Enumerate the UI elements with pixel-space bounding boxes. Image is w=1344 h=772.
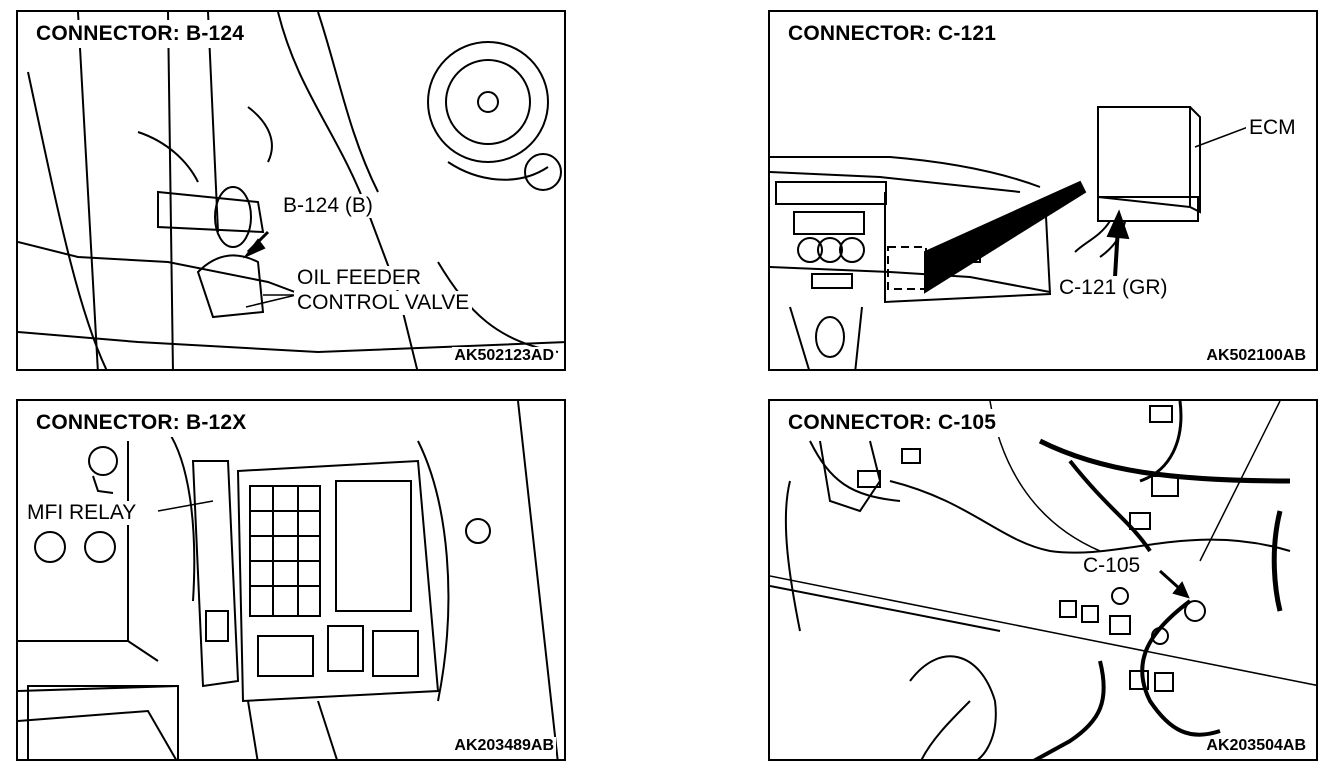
relay-box-illustration: [18, 401, 559, 759]
panel-b124: CONNECTOR: B-124 B-124 (B) OIL FEEDER CO…: [16, 10, 566, 371]
connector-label: B-124 (B): [280, 194, 376, 218]
panel-c105: CONNECTOR: C-105 C-105 AK203504AB: [768, 399, 1318, 761]
figure-code: AK203504AB: [1204, 737, 1308, 755]
panel-b12x: CONNECTOR: B-12X MFI RELAY AK203489AB: [16, 399, 566, 761]
part-label-line2: CONTROL VALVE: [294, 291, 473, 315]
figure-code: AK502100AB: [1204, 347, 1308, 365]
part-label: MFI RELAY: [24, 501, 140, 525]
connector-label: C-121 (GR): [1056, 276, 1171, 300]
dashboard-illustration: [770, 106, 1249, 369]
panel-title: CONNECTOR: C-105: [784, 409, 1001, 437]
panel-title: CONNECTOR: C-121: [784, 20, 1001, 48]
figure-code: AK502123AD: [452, 347, 556, 365]
part-label: ECM: [1246, 116, 1299, 140]
harness-illustration: [770, 401, 1316, 759]
connector-label: C-105: [1080, 554, 1144, 578]
panel-c121: CONNECTOR: C-121 ECM C-121 (GR) AK502100…: [768, 10, 1318, 371]
figure-code: AK203489AB: [452, 737, 556, 755]
engine-bay-illustration: [18, 12, 564, 369]
panel-title: CONNECTOR: B-124: [32, 20, 249, 48]
panel-title: CONNECTOR: B-12X: [32, 409, 251, 437]
part-label-line1: OIL FEEDER: [294, 266, 425, 290]
